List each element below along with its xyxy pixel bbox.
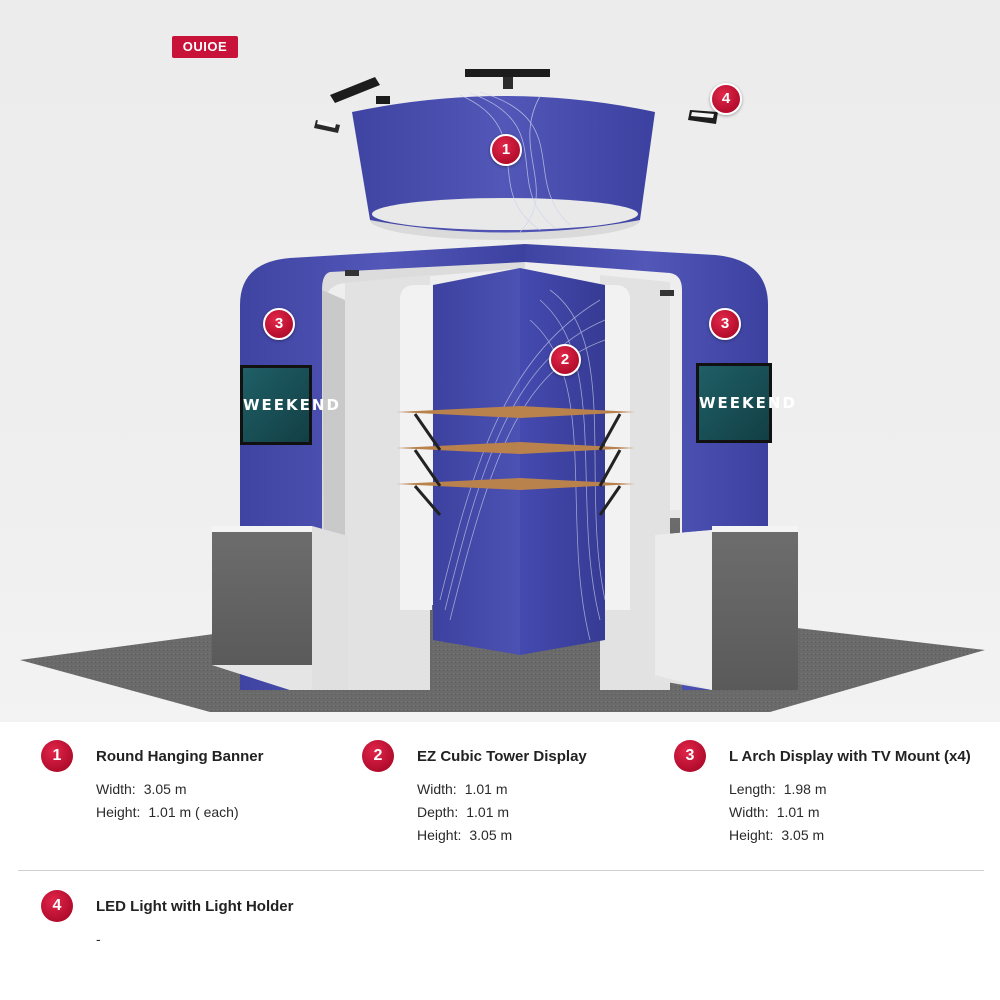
callout-led-light: 4 (710, 83, 742, 115)
spec-label: Length: (729, 781, 776, 797)
spec-row: Depth: 1.01 m (417, 801, 512, 824)
spec-row: Length: 1.98 m (729, 778, 827, 801)
spec-label: Height: (96, 804, 141, 820)
front-left-counter (212, 526, 348, 690)
spec-row: Width: 3.05 m (96, 778, 239, 801)
front-right-counter (655, 526, 798, 690)
spec-title: EZ Cubic Tower Display (417, 748, 587, 765)
led-light-left (314, 77, 390, 133)
booth-illustration (20, 69, 985, 712)
spec-value: 1.01 m (466, 804, 510, 820)
spec-value: 1.01 m (464, 781, 508, 797)
spec-value: - (96, 931, 101, 947)
callout-arch-left: 3 (263, 308, 295, 340)
spec-row: - (96, 928, 101, 951)
spec-title: LED Light with Light Holder (96, 898, 294, 915)
spec-number-badge: 4 (41, 890, 73, 922)
section-divider (18, 870, 984, 871)
tv-right-text: WEEKEND (699, 394, 797, 412)
spec-title: Round Hanging Banner (96, 748, 264, 765)
tv-left (240, 365, 312, 445)
spec-label: Height: (417, 827, 462, 843)
spec-row: Width: 1.01 m (417, 778, 512, 801)
spec-label: Width: (417, 781, 457, 797)
spec-value: 1.01 m (776, 804, 820, 820)
callout-banner: 1 (490, 134, 522, 166)
brand-logo: OUIOE (172, 36, 238, 58)
led-light-top (465, 69, 550, 89)
spec-label: Height: (729, 827, 774, 843)
callout-tower: 2 (549, 344, 581, 376)
spec-number-badge: 3 (674, 740, 706, 772)
callout-arch-right: 3 (709, 308, 741, 340)
cubic-tower (396, 268, 635, 655)
spec-label: Width: (96, 781, 136, 797)
spec-label: Width: (729, 804, 769, 820)
spec-title: L Arch Display with TV Mount (x4) (729, 748, 971, 765)
spec-number-badge: 1 (41, 740, 73, 772)
spec-label: Depth: (417, 804, 459, 820)
spec-row: Height: 3.05 m (417, 824, 512, 847)
tv-right (696, 363, 772, 443)
spec-row: Width: 1.01 m (729, 801, 827, 824)
led-light-right (688, 110, 718, 124)
spec-value: 3.05 m (143, 781, 187, 797)
arch-light-left (345, 270, 359, 276)
round-hanging-banner (352, 91, 655, 240)
arch-light-right (660, 290, 674, 296)
spec-value: 3.05 m (781, 827, 825, 843)
spec-value: 3.05 m (469, 827, 513, 843)
tower-shelves (396, 406, 635, 516)
tv-left-text: WEEKEND (243, 396, 341, 414)
spec-number-badge: 2 (362, 740, 394, 772)
spec-value: 1.01 m ( each) (148, 804, 239, 820)
spec-row: Height: 1.01 m ( each) (96, 801, 239, 824)
spec-value: 1.98 m (783, 781, 827, 797)
booth-render: OUIOE WEEKEND WEEKEND 1 2 3 3 4 (0, 0, 1000, 722)
spec-row: Height: 3.05 m (729, 824, 827, 847)
